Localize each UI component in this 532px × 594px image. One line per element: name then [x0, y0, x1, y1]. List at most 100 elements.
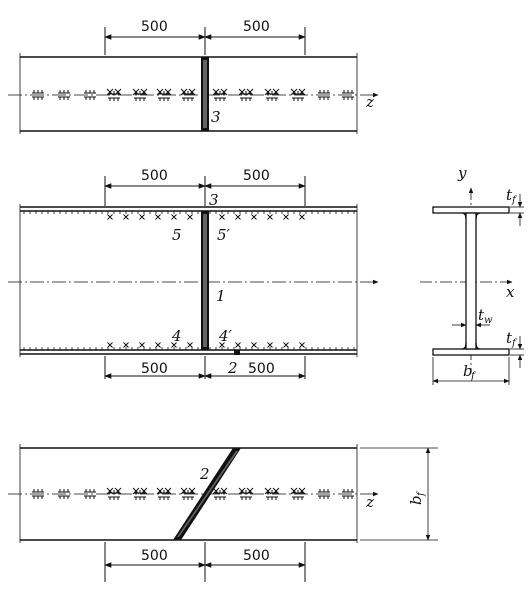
- section-bf-label: b: [463, 362, 473, 380]
- tf-top-label: t: [506, 186, 513, 204]
- weld-cross-icon: [139, 342, 145, 348]
- section-outline: [432, 206, 510, 356]
- tf-bottom-dimension: [510, 336, 524, 368]
- bf-bottom-dimension: [360, 447, 438, 541]
- weld-cross-icon: [299, 214, 305, 220]
- weld-cross-icon: [251, 342, 257, 348]
- weld-cross-icon: [171, 342, 177, 348]
- weld-stitch-icon: [182, 490, 194, 500]
- top-weld-marks: [32, 88, 354, 101]
- weld-cross-icon: [235, 214, 241, 220]
- top-weld-label: 3: [211, 108, 221, 126]
- weld-cross-icon: [187, 214, 193, 220]
- top-butt-weld: [201, 57, 209, 131]
- weld-stitch-icon: [342, 90, 354, 100]
- weld-stitch-icon: [342, 489, 354, 499]
- weld-stitch-icon: [108, 490, 120, 500]
- weld-cross-icon: [235, 342, 241, 348]
- weld-cross-icon: [107, 342, 113, 348]
- weld-cross-icon: [187, 342, 193, 348]
- weld-cross-icon: [267, 214, 273, 220]
- top-axis-z: z: [365, 93, 374, 111]
- top-dim-right: 500: [243, 19, 270, 35]
- weld-cross-icon: [123, 342, 129, 348]
- middle-top-dimension: [104, 176, 306, 206]
- mid-dim-bottom-left: 500: [141, 361, 168, 377]
- bottom-weld-label: 2: [199, 465, 210, 483]
- middle-bottom-dimension: [104, 356, 306, 379]
- bottom-dimension: [104, 542, 306, 582]
- weld-cross-icon: [219, 342, 225, 348]
- bottom-axis-z: z: [365, 493, 374, 511]
- section-axis-x: x: [506, 283, 515, 301]
- tf-bottom-label: t: [506, 329, 513, 347]
- weld-stitch-icon: [318, 489, 330, 499]
- weld-stitch-icon: [240, 490, 252, 500]
- skew-butt-weld: [173, 448, 241, 540]
- section-axis-y: y: [457, 164, 467, 182]
- mid-dim-bottom-right: 500: [248, 361, 275, 377]
- top-dim-left: 500: [141, 19, 168, 35]
- weld-stitch-icon: [240, 91, 252, 101]
- weld-stitch-icon: [182, 91, 194, 101]
- tf-top-dimension: [510, 194, 524, 226]
- bottom-plate: [8, 444, 379, 543]
- tf-top-sub: f: [511, 195, 518, 206]
- weld-stitch-icon: [266, 91, 278, 101]
- weld-cross-icon: [107, 214, 113, 220]
- weld-cross-icon: [299, 342, 305, 348]
- mid-label-5: 5: [172, 226, 182, 244]
- weld-stitch-icon: [32, 489, 44, 499]
- top-flange-view: 500 500 3 z: [8, 19, 379, 134]
- top-plate: [8, 53, 379, 134]
- weld-cross-icon: [251, 214, 257, 220]
- middle-girder: [8, 204, 379, 357]
- weld-stitch-icon: [84, 489, 96, 499]
- weld-cross-icon: [171, 214, 177, 220]
- web-elevation-view: 500 500 3 5 5′ 1 4 4′ 500 2 500: [8, 168, 379, 379]
- mid-dim-top-left: 500: [141, 168, 168, 184]
- weld-stitch-icon: [214, 91, 226, 101]
- bottom-weld-marks: [32, 487, 354, 500]
- middle-weld-marks: [23, 211, 355, 350]
- weld-stitch-icon: [134, 490, 146, 500]
- tw-sub: w: [484, 315, 493, 326]
- mid-dim-top-right: 500: [243, 168, 270, 184]
- mid-label-5p: 5′: [217, 226, 231, 244]
- weld-cross-icon: [139, 214, 145, 220]
- weld-stitch-icon: [84, 90, 96, 100]
- mid-label-2: 2: [227, 359, 238, 377]
- bottom-bf-sub: f: [416, 490, 427, 497]
- top-dimension: [104, 27, 306, 55]
- tf-bottom-sub: f: [511, 338, 518, 349]
- web-butt-weld: [201, 211, 209, 350]
- tw-label: t: [478, 306, 485, 324]
- weld-stitch-icon: [32, 90, 44, 100]
- weld-stitch-icon: [58, 489, 70, 499]
- bottom-dim-left: 500: [141, 548, 168, 564]
- weld-stitch-icon: [158, 490, 170, 500]
- weld-stitch-icon: [58, 90, 70, 100]
- weld-stitch-icon: [266, 490, 278, 500]
- bottom-bf-label: b: [407, 495, 425, 505]
- bottom-dim-right: 500: [243, 548, 270, 564]
- weld-stitch-icon: [318, 90, 330, 100]
- weld-cross-icon: [155, 342, 161, 348]
- mid-label-4p: 4′: [218, 327, 233, 345]
- weld-cross-icon: [219, 214, 225, 220]
- mid-label-3: 3: [209, 191, 219, 209]
- flange-weld-mark: [234, 350, 240, 355]
- weld-cross-icon: [267, 342, 273, 348]
- mid-label-4: 4: [171, 327, 182, 345]
- weld-stitch-icon: [292, 91, 304, 101]
- weld-stitch-icon: [292, 490, 304, 500]
- bottom-flange-view: 2 z b f 500 500: [8, 444, 438, 582]
- section-bf-sub: f: [470, 371, 477, 382]
- weld-cross-icon: [155, 214, 161, 220]
- weld-stitch-icon: [158, 91, 170, 101]
- weld-cross-icon: [123, 214, 129, 220]
- weld-cross-icon: [283, 214, 289, 220]
- mid-label-1: 1: [216, 287, 226, 305]
